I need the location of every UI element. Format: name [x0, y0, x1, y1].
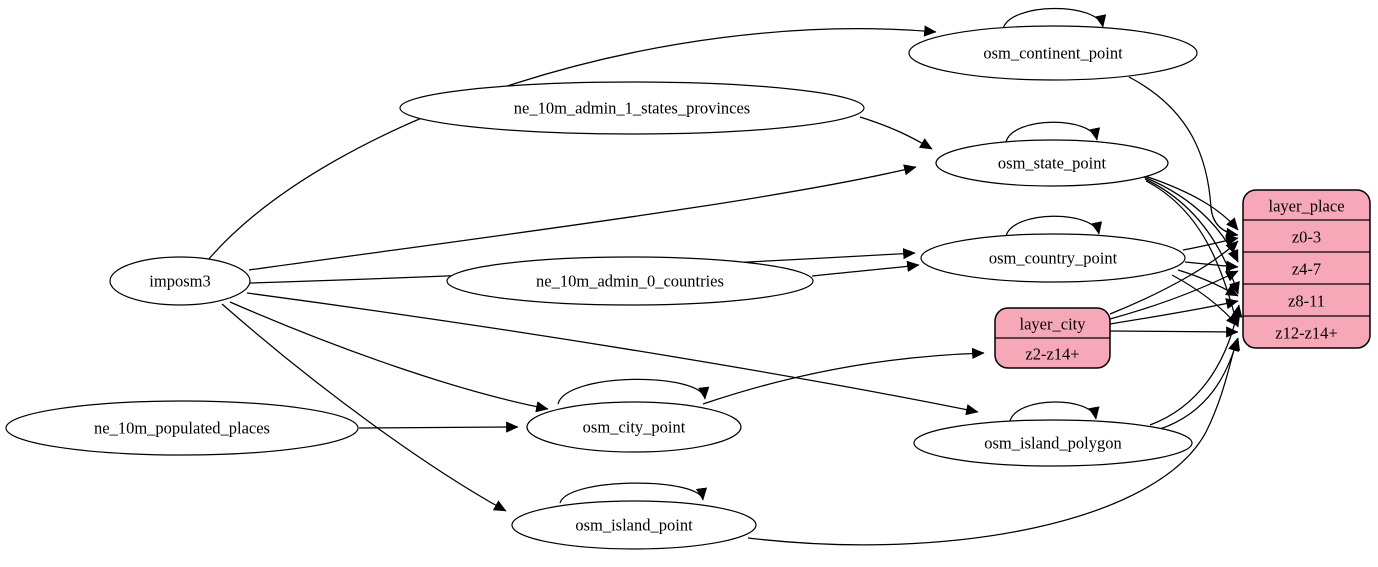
self-loop-edge-osm_state_point: [1005, 121, 1101, 143]
ne_10m_populated_places-ellipse: [5, 400, 359, 456]
edge-layer_city-to-layer_place-z4-7: [1109, 270, 1239, 320]
osm_country_point-ellipse: [920, 233, 1186, 283]
node-osm_country_point: osm_country_point: [920, 233, 1186, 283]
ne_10m_admin_0_countries-label: ne_10m_admin_0_countries: [536, 272, 724, 291]
edge-imposm3-to-osm_state_point: [248, 164, 917, 271]
node-layer_city: layer_city z2-z14+: [994, 307, 1111, 369]
edge-imposm3-to-osm_island_point: [221, 303, 507, 512]
edge-osm_country_point-to-layer_place-z0-3: [1182, 234, 1239, 251]
self-loop-edge-osm_country_point: [1005, 215, 1103, 237]
osm_country_point-label: osm_country_point: [989, 249, 1118, 268]
imposm3-label: imposm3: [149, 272, 210, 291]
edge-osm_country_point-to-layer_place-z4-7: [1184, 260, 1239, 272]
layer_place-row-z4-7: z4-7: [1292, 260, 1321, 279]
ne_10m_populated_places-label: ne_10m_populated_places: [94, 419, 270, 438]
edge-ne_10m_admin_0_countries-to-osm_country_point: [811, 260, 920, 277]
edge-osm_island_polygon-to-layer_place-z8-11: [1149, 304, 1243, 426]
node-ne_10m_admin_0_countries: ne_10m_admin_0_countries: [446, 256, 814, 306]
edge-imposm3-to-osm_continent_point: [207, 25, 937, 261]
edge-imposm3-to-osm_city_point: [229, 301, 549, 413]
edge-ne_10m_admin_1_states_provinces-to-osm_state_point: [859, 116, 933, 150]
edge-osm_island_point-to-layer_place-z12-z14+: [747, 338, 1239, 546]
edge-ne_10m_populated_places-to-osm_city_point: [358, 421, 519, 433]
edges-layer: [207, 7, 1243, 546]
node-osm_continent_point: osm_continent_point: [908, 25, 1198, 81]
edge-osm_city_point-to-layer_city-z2-z14+: [702, 347, 985, 405]
node-osm_city_point: osm_city_point: [526, 401, 742, 453]
layer_place-row-z12-z14+: z12-z14+: [1275, 324, 1337, 343]
layer_city-title: layer_city: [1020, 315, 1087, 334]
osm_continent_point-ellipse: [908, 25, 1198, 81]
node-layer_place: layer_place z0-3 z4-7 z8-11 z12-z14+: [1242, 189, 1371, 349]
nodes-layer: imposm3 ne_10m_populated_places ne_10m_adm…: [5, 25, 1371, 550]
self-loop-edge-osm_continent_point: [1002, 7, 1107, 30]
osm_state_point-label: osm_state_point: [998, 154, 1107, 173]
node-osm_island_polygon: osm_island_polygon: [913, 419, 1193, 467]
layer_place-title: layer_place: [1268, 197, 1344, 216]
self-loop-edge-osm_city_point: [557, 378, 710, 405]
self-loop-edge-osm_island_point: [559, 482, 707, 504]
osm_city_point-ellipse: [526, 401, 742, 453]
osm_island_polygon-label: osm_island_polygon: [984, 434, 1122, 453]
ne_10m_admin_0_countries-ellipse: [446, 256, 814, 306]
edge-imposm3-to-osm_island_polygon: [246, 292, 979, 416]
osm_state_point-ellipse: [935, 139, 1169, 187]
ne_10m_admin_1_states_provinces-label: ne_10m_admin_1_states_provinces: [514, 99, 750, 118]
osm_city_point-label: osm_city_point: [583, 418, 686, 437]
osm_continent_point-label: osm_continent_point: [983, 44, 1123, 63]
node-osm_state_point: osm_state_point: [935, 139, 1169, 187]
osm_island_polygon-ellipse: [913, 419, 1193, 467]
node-imposm3: imposm3: [109, 256, 251, 306]
edge-layer_city-to-layer_place-z12-z14+: [1109, 326, 1239, 338]
osm_island_point-label: osm_island_point: [575, 516, 693, 535]
edge-layer_city-to-layer_place-z8-11: [1109, 298, 1239, 325]
node-osm_island_point: osm_island_point: [511, 500, 757, 550]
edge-osm_island_polygon-to-layer_place-z12-z14+: [1159, 337, 1241, 430]
edge-osm_state_point-to-layer_place-z0-3: [1141, 174, 1239, 231]
node-ne_10m_admin_1_states_provinces: ne_10m_admin_1_states_provinces: [399, 81, 865, 135]
imposm3-ellipse: [109, 256, 251, 306]
self-loop-edge-osm_island_polygon: [1009, 401, 1100, 422]
ne_10m_admin_1_states_provinces-ellipse: [399, 81, 865, 135]
layer_place-row-z0-3: z0-3: [1292, 228, 1321, 247]
layer_place-box: [1242, 189, 1371, 349]
edge-osm_country_point-to-layer_place-z12-z14+: [1171, 274, 1239, 327]
edge-osm_state_point-to-layer_place-z8-11: [1144, 178, 1240, 295]
layer_place-row-z8-11: z8-11: [1288, 292, 1325, 311]
osm_island_point-ellipse: [511, 500, 757, 550]
layer_city-row-z2-z14+: z2-z14+: [1025, 345, 1079, 364]
node-ne_10m_populated_places: ne_10m_populated_places: [5, 400, 359, 456]
edge-layer_city-to-layer_place-z0-3: [1109, 240, 1239, 315]
edge-osm_continent_point-to-layer_place-z0-3: [1128, 76, 1239, 239]
